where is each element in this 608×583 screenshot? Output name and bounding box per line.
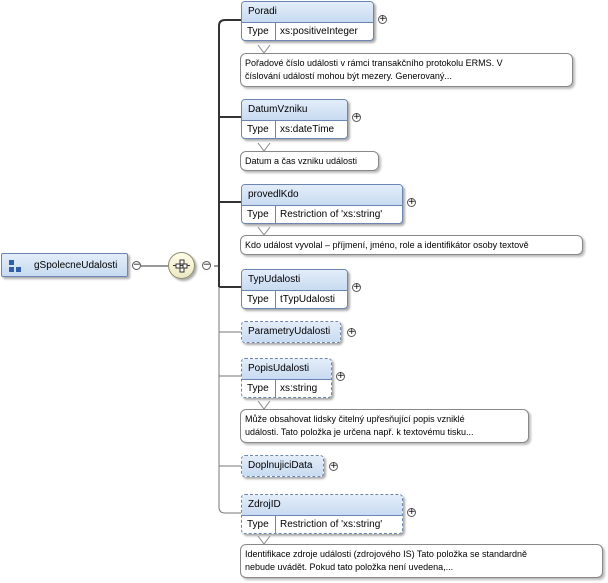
type-value: Restriction of 'xs:string' — [280, 209, 383, 220]
type-value: xs:dateTime — [280, 124, 335, 135]
expand-button-datumvzniku[interactable]: + — [352, 112, 361, 122]
group-icon — [9, 260, 21, 272]
expand-button-provedlkdo[interactable]: + — [407, 197, 416, 207]
element-datumvzniku[interactable]: DatumVzniku Type xs:dateTime — [241, 99, 348, 139]
annotation-line: události. Tato položka je určena např. k… — [245, 427, 474, 437]
root-group-gSpolecneUdalosti[interactable]: gSpolecneUdalosti — [1, 253, 128, 277]
element-name: DoplnujiciData — [242, 456, 323, 476]
element-name: ParametryUdalosti — [242, 322, 340, 342]
root-label: gSpolecneUdalosti — [34, 260, 118, 271]
element-parametryudalosti[interactable]: ParametryUdalosti — [241, 321, 341, 343]
element-name: ZdrojID — [242, 495, 402, 515]
expand-button-zdrojid[interactable]: + — [407, 507, 416, 517]
annotation-line: Identifikace zdroje události (zdrojového… — [245, 549, 528, 559]
type-label: Type — [242, 121, 276, 138]
element-name: Poradi — [242, 2, 373, 22]
type-value: xs:string — [280, 383, 318, 394]
type-value: tTypUdalosti — [280, 294, 336, 305]
element-name: DatumVzniku — [242, 100, 347, 120]
annotation-line: Datum a čas vzniku události — [245, 156, 358, 166]
expand-button-parametryudalosti[interactable]: + — [347, 327, 356, 337]
element-zdrojid[interactable]: ZdrojID Type Restriction of 'xs:string' — [241, 494, 403, 534]
sequence-compositor[interactable] — [168, 252, 195, 279]
sequence-icon — [173, 259, 190, 273]
annotation-zdrojid: Identifikace zdroje události (zdrojového… — [240, 544, 603, 578]
sequence-collapse-button[interactable]: − — [202, 260, 211, 270]
type-label: Type — [242, 291, 276, 308]
type-value: Restriction of 'xs:string' — [280, 519, 383, 530]
expand-button-typudalosti[interactable]: + — [352, 282, 361, 292]
annotation-line: Může obsahovat lidsky čitelný upřesňujíc… — [245, 414, 465, 424]
expand-button-doplnujicidata[interactable]: + — [329, 461, 338, 471]
annotation-line: nebude uvádět. Pokud tato položka není u… — [245, 562, 454, 572]
element-provedlkdo[interactable]: provedlKdo Type Restriction of 'xs:string… — [241, 184, 403, 224]
type-label: Type — [242, 206, 276, 223]
element-name: PopisUdalosti — [242, 359, 331, 379]
type-label: Type — [242, 23, 276, 40]
annotation-poradi: Pořadové číslo události v rámci transakč… — [240, 53, 573, 87]
element-name: TypUdalosti — [242, 270, 347, 290]
type-value: xs:positiveInteger — [280, 26, 358, 37]
root-collapse-button[interactable]: − — [132, 260, 141, 270]
element-typudalosti[interactable]: TypUdalosti Type tTypUdalosti — [241, 269, 348, 309]
annotation-line: Pořadové číslo události v rámci transakč… — [245, 58, 503, 68]
annotation-line: číslování událostí mohou být mezery. Gen… — [245, 71, 452, 81]
type-label: Type — [242, 380, 276, 397]
expand-button-poradi[interactable]: + — [378, 14, 387, 24]
element-name: provedlKdo — [242, 185, 402, 205]
element-doplnujicidata[interactable]: DoplnujiciData — [241, 455, 324, 477]
expand-button-popisudalosti[interactable]: + — [336, 371, 345, 381]
element-popisudalosti[interactable]: PopisUdalosti Type xs:string — [241, 358, 332, 398]
annotation-datumvzniku: Datum a čas vzniku události — [240, 151, 379, 171]
annotation-line: Kdo událost vyvolal – příjmení, jméno, r… — [245, 240, 529, 250]
element-poradi[interactable]: Poradi Type xs:positiveInteger — [241, 1, 374, 41]
annotation-popisudalosti: Může obsahovat lidsky čitelný upřesňujíc… — [240, 409, 529, 443]
type-label: Type — [242, 516, 276, 533]
annotation-provedlkdo: Kdo událost vyvolal – příjmení, jméno, r… — [240, 235, 583, 255]
